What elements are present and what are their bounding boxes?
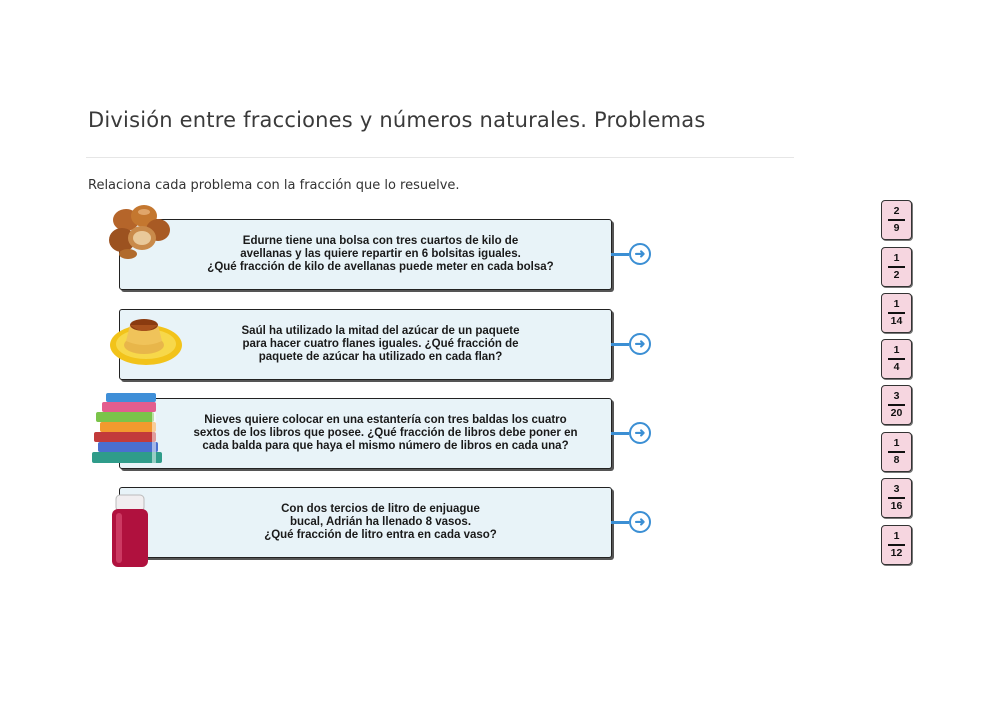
flan-icon [108, 311, 184, 372]
fraction-numerator: 1 [893, 344, 900, 357]
fraction-tile-1[interactable]: 2 9 [881, 200, 912, 240]
fraction-denominator: 12 [890, 546, 903, 559]
fraction-denominator: 16 [890, 499, 903, 512]
fraction-denominator: 20 [890, 406, 903, 419]
books-icon [92, 391, 170, 476]
problem-text-3: Nieves quiere colocar en una estantería … [193, 414, 578, 452]
fraction-numerator: 3 [893, 483, 900, 496]
fraction-numerator: 2 [893, 205, 900, 218]
fraction-tile-2[interactable]: 1 2 [881, 247, 912, 287]
fraction-numerator: 1 [893, 298, 900, 311]
fraction-denominator: 4 [893, 360, 900, 373]
connect-button-4[interactable]: ➜ [629, 511, 651, 533]
fraction-numerator: 1 [893, 530, 900, 543]
fraction-numerator: 1 [893, 252, 900, 265]
fraction-numerator: 1 [893, 437, 900, 450]
connect-button-2[interactable]: ➜ [629, 333, 651, 355]
title-divider [86, 157, 794, 158]
connect-button-1[interactable]: ➜ [629, 243, 651, 265]
problem-text-1: Edurne tiene una bolsa con tres cuartos … [207, 235, 554, 273]
connector-line-3 [611, 432, 629, 435]
fraction-denominator: 8 [893, 453, 900, 466]
mouthwash-bottle-icon [110, 493, 150, 574]
connector-line-1 [611, 253, 629, 256]
fraction-bar [888, 544, 905, 546]
fraction-bar [888, 312, 905, 314]
instruction-text: Relaciona cada problema con la fracción … [88, 178, 460, 193]
connect-button-3[interactable]: ➜ [629, 422, 651, 444]
problem-card-3: Nieves quiere colocar en una estantería … [119, 398, 612, 469]
fraction-bar [888, 266, 905, 268]
fraction-bar [888, 219, 905, 221]
fraction-bar [888, 404, 905, 406]
connector-line-2 [611, 343, 629, 346]
problem-text-4: Con dos tercios de litro de enjuague buc… [264, 503, 497, 541]
fraction-numerator: 3 [893, 390, 900, 403]
fraction-denominator: 2 [893, 268, 900, 281]
fraction-denominator: 9 [893, 221, 900, 234]
fraction-bar [888, 451, 905, 453]
fraction-tile-8[interactable]: 1 12 [881, 525, 912, 565]
fraction-tile-4[interactable]: 1 4 [881, 339, 912, 379]
fraction-denominator: 14 [890, 314, 903, 327]
fraction-tile-6[interactable]: 1 8 [881, 432, 912, 472]
fraction-bar [888, 497, 905, 499]
fraction-tile-3[interactable]: 1 14 [881, 293, 912, 333]
problem-card-1: Edurne tiene una bolsa con tres cuartos … [119, 219, 612, 290]
problem-text-2: Saúl ha utilizado la mitad del azúcar de… [241, 325, 520, 363]
connector-line-4 [611, 521, 629, 524]
hazelnuts-icon [106, 204, 172, 265]
page-title: División entre fracciones y números natu… [88, 108, 706, 132]
fraction-tile-7[interactable]: 3 16 [881, 478, 912, 518]
fraction-tile-5[interactable]: 3 20 [881, 385, 912, 425]
fraction-bar [888, 358, 905, 360]
problem-card-4: Con dos tercios de litro de enjuague buc… [119, 487, 612, 558]
problem-card-2: Saúl ha utilizado la mitad del azúcar de… [119, 309, 612, 380]
